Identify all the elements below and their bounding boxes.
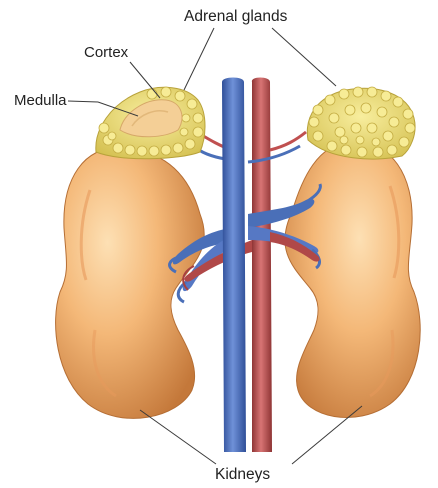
leader-adrenal-right	[272, 28, 336, 86]
right-kidney	[285, 142, 420, 418]
leader-kidneys-left	[140, 410, 216, 464]
leader-medulla	[68, 101, 98, 102]
left-adrenal-gland	[96, 87, 205, 159]
aorta	[252, 78, 272, 453]
cortex-label: Cortex	[84, 45, 128, 60]
vena-cava	[222, 78, 246, 453]
kidneys-label: Kidneys	[215, 467, 270, 483]
right-adrenal-gland	[307, 87, 415, 159]
left-kidney	[56, 148, 205, 418]
medulla-label: Medulla	[14, 93, 67, 108]
leader-adrenal-left	[184, 28, 214, 90]
adrenal-glands-label: Adrenal glands	[184, 9, 287, 25]
